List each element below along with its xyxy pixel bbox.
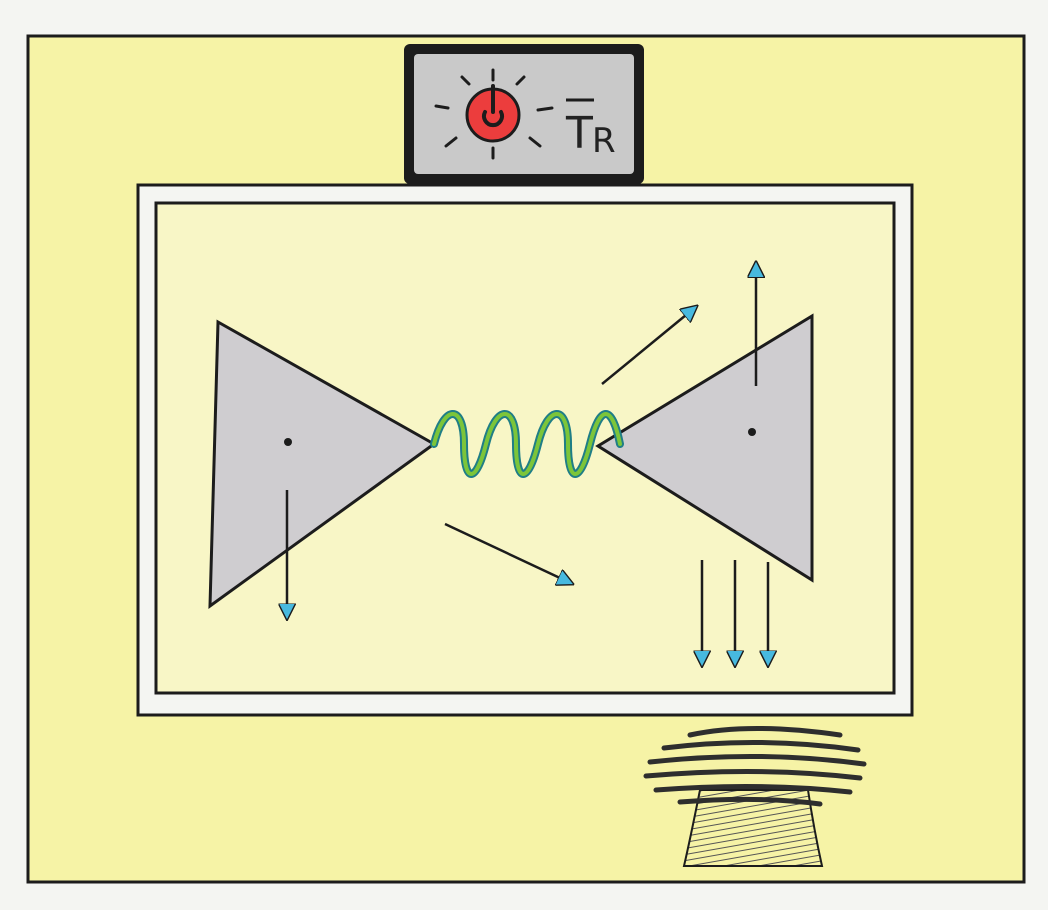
lamp-rays — [434, 68, 554, 160]
thermostat: T R — [404, 44, 644, 184]
right-cone — [595, 313, 814, 583]
particle-arrows — [287, 276, 768, 652]
spring — [430, 410, 624, 478]
arrow-center-down-right — [444, 522, 560, 578]
lamp-filament — [482, 84, 504, 128]
thermostat-label: T — [565, 108, 593, 159]
thermostat-subscript: R — [592, 121, 616, 161]
arrow-up-right — [601, 315, 686, 385]
heat-sink — [643, 726, 867, 867]
left-cone — [208, 319, 437, 609]
